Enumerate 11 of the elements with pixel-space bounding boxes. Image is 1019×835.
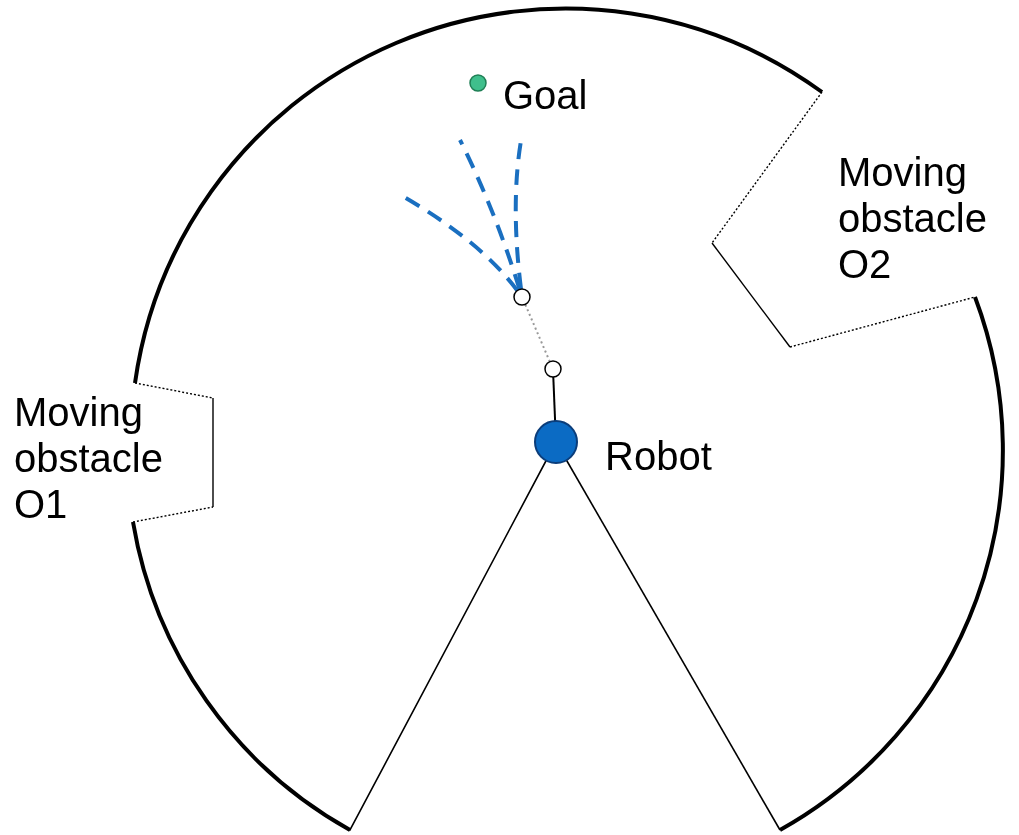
goal-label: Goal (503, 72, 588, 118)
obstacle-label: Moving obstacle O2 (838, 149, 988, 287)
connector-line (524, 303, 551, 363)
obstacle-label: Moving obstacle O1 (14, 389, 164, 527)
goal-dot (469, 74, 487, 92)
trajectory-line (458, 139, 522, 290)
robot-circle (534, 420, 578, 464)
robot-label: Robot (605, 433, 712, 479)
waypoint-circle (544, 360, 562, 378)
connector-line (552, 376, 557, 422)
waypoint-circle (513, 288, 531, 306)
